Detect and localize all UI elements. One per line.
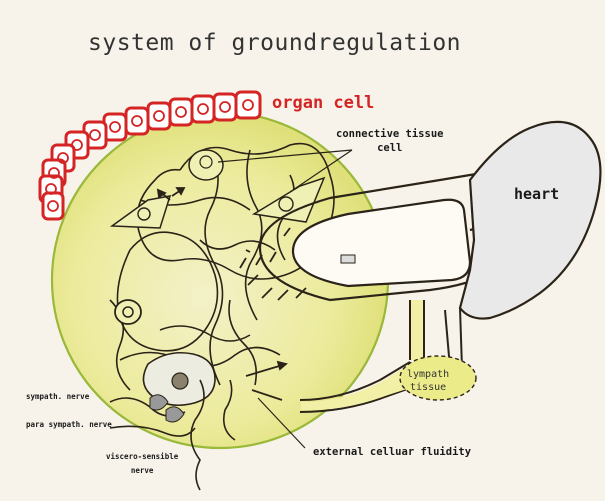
viscero-line2: nerve (106, 464, 178, 478)
viscero-sensible-nerve-label: viscero-sensible nerve (106, 450, 178, 478)
viscero-line1: viscero-sensible (106, 450, 178, 464)
lymph-tissue-label: lympath tissue (407, 368, 449, 394)
mast-cell-top (189, 150, 223, 180)
lymph-line1: lympath (407, 368, 449, 381)
cell-left-nucleus (115, 300, 141, 324)
connective-tissue-line2: cell (336, 141, 443, 155)
connective-tissue-label: connective tissue cell (336, 127, 443, 155)
diagram-title: system of groundregulation (88, 30, 461, 56)
sympath-nerve-label: sympath. nerve (26, 392, 89, 401)
lymph-line2: tissue (407, 381, 449, 394)
vessel-valve (341, 255, 355, 263)
heart-label: heart (514, 185, 559, 203)
connective-tissue-line1: connective tissue (336, 127, 443, 141)
external-fluidity-label: external celluar fluidity (313, 446, 471, 458)
heart-shape (460, 122, 600, 319)
para-sympath-nerve-label: para sympath. nerve (26, 420, 112, 429)
organ-cell-label: organ cell (272, 93, 374, 113)
